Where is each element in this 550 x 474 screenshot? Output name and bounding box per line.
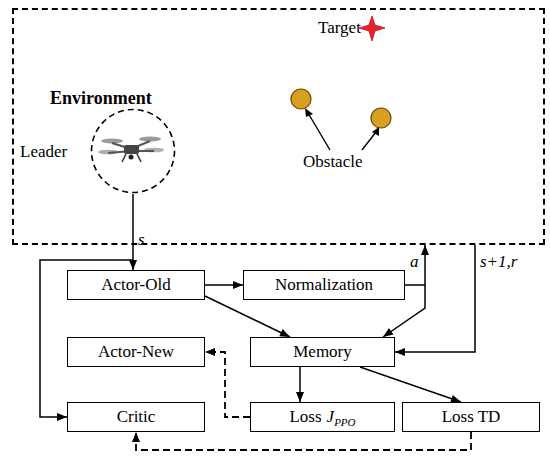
annotation-label: Target [318,18,361,38]
dashed-circle [92,110,175,193]
connector [205,296,290,337]
connector [205,281,243,289]
drone-camera [129,155,134,160]
connector-line [299,367,301,402]
rotor [98,150,118,155]
connector-line [205,352,250,417]
arrow-head [450,395,461,403]
node-label: Leader [20,142,67,162]
drone-arm [112,143,131,149]
rotor [101,139,123,144]
annotation-label: Obstacle [303,152,362,172]
box-text: PPO [334,416,355,428]
leader-line [308,113,330,150]
drone-leg [122,154,126,162]
process-box: Actor-New [67,337,205,367]
arrow-head [205,348,215,356]
connector [205,348,250,417]
connector [132,432,471,450]
box-text: Actor-Old [101,275,171,295]
arrow-head [296,392,304,402]
region-title: Environment [50,88,152,109]
connector [405,245,429,285]
arrow-head [372,127,379,136]
arrow-head [57,413,67,421]
connector [360,367,461,403]
box-text: J [327,407,335,427]
process-box: Normalization [243,270,405,300]
arrow-head [129,260,137,270]
rotor [144,148,164,153]
target-star [359,16,385,41]
drone-body [124,145,139,154]
arrow-head [421,245,429,255]
connector [395,245,475,356]
drone-icon [98,137,164,163]
box-text: Normalization [275,275,373,295]
connector [383,285,425,337]
obstacle-circle [291,89,311,109]
drone-arm [108,151,131,153]
connector-line [395,245,475,352]
arrow-head [305,108,313,117]
process-box: Loss JPPO [250,402,395,432]
box-text: Loss TD [442,407,501,427]
arrow-head [279,329,290,337]
obstacles [291,89,391,150]
leader-line [362,132,376,150]
arrow-head [383,328,394,337]
connector-line [205,296,290,337]
drone-arm [131,150,154,152]
connector [40,260,133,421]
box-text: Critic [117,407,156,427]
arrow-head [395,348,405,356]
box-text: Actor-New [98,342,174,362]
box-text: Memory [293,342,352,362]
circle-outline [90,108,176,194]
leader-circle: Leader [90,108,176,194]
connector [129,194,137,270]
box-text: Loss [289,407,321,427]
rotor [139,137,161,142]
connector-line [132,194,134,270]
connector-line [383,285,425,337]
connector-line [136,432,471,450]
edge-label: s+1,r [480,252,517,272]
edge-label: a [410,252,419,272]
arrow-head [233,281,243,289]
connector-line [360,367,461,402]
connector [296,367,304,402]
process-box: Memory [250,337,395,367]
drone-leg [137,154,141,162]
star-shape [359,16,385,41]
process-box: Critic [67,402,205,432]
connector-line [405,245,425,285]
connector-line [40,260,133,417]
environment-region: EnvironmentLeader [12,8,545,245]
arrow-head [132,432,140,442]
process-box: Loss TD [402,402,540,432]
connector-line [205,284,243,286]
drone-arm [131,141,150,149]
obstacle-circle [371,108,391,128]
edge-label: s [138,230,145,250]
process-box: Actor-Old [67,270,205,300]
